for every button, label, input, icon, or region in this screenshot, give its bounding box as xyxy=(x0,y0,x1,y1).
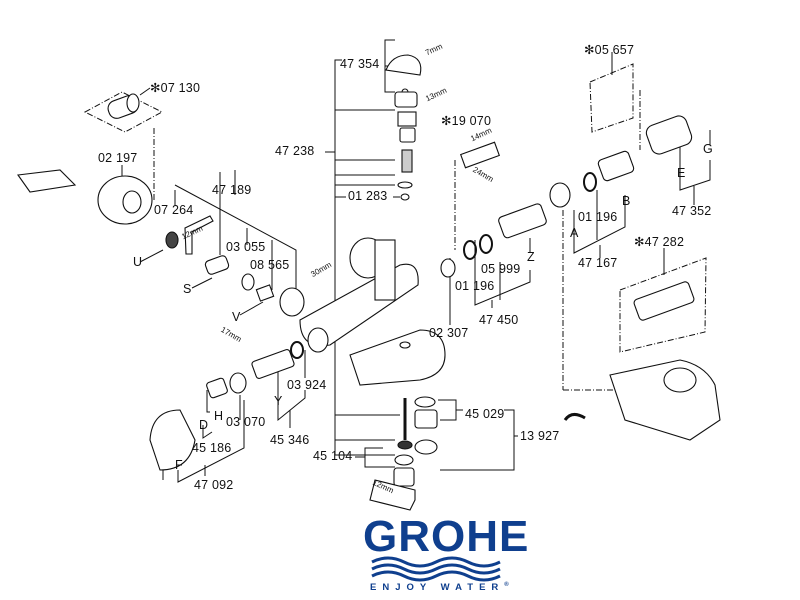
part-label-47189: 47 189 xyxy=(212,183,252,197)
letter-U: U xyxy=(133,255,143,269)
grohe-logo: GROHE xyxy=(363,512,530,561)
part-label-45029: 45 029 xyxy=(465,407,505,421)
registered-mark: ® xyxy=(504,582,509,588)
brand-tagline: ENJOY WATER® xyxy=(370,582,509,593)
part-label-45346: 45 346 xyxy=(270,433,310,447)
letter-A: A xyxy=(570,226,579,240)
part-label-47354: 47 354 xyxy=(340,57,380,71)
part-label-01196-b: 01 196 xyxy=(455,279,495,293)
part-shapes xyxy=(17,54,721,511)
part-label-01283: 01 283 xyxy=(348,189,388,203)
part-label-13927: 13 927 xyxy=(520,429,560,443)
part-label-02197: 02 197 xyxy=(98,151,138,165)
letter-E: E xyxy=(677,166,686,180)
letter-F: F xyxy=(175,458,183,472)
letter-V: V xyxy=(232,310,241,324)
letter-D: D xyxy=(199,418,209,432)
part-label-07130: ✻07 130 xyxy=(150,81,201,95)
part-label-07264: 07 264 xyxy=(154,203,194,217)
part-label-47238: 47 238 xyxy=(275,144,315,158)
part-label-01196-a: 01 196 xyxy=(578,210,618,224)
tagline-text: ENJOY WATER xyxy=(370,582,505,594)
letter-S: S xyxy=(183,282,192,296)
part-label-47352: 47 352 xyxy=(672,204,712,218)
optional-part-boxes xyxy=(83,63,707,391)
part-label-47450: 47 450 xyxy=(479,313,519,327)
part-label-19070: ✻19 070 xyxy=(441,114,492,128)
part-label-05999: 05 999 xyxy=(481,262,521,276)
part-label-03924: 03 924 xyxy=(287,378,327,392)
part-label-47282: ✻47 282 xyxy=(634,235,685,249)
grohe-wave-logo xyxy=(371,556,501,582)
letter-G: G xyxy=(703,142,713,156)
part-label-45104: 45 104 xyxy=(313,449,353,463)
part-label-47167: 47 167 xyxy=(578,256,618,270)
letter-H: H xyxy=(214,409,224,423)
part-label-03055: 03 055 xyxy=(226,240,266,254)
part-label-02307: 02 307 xyxy=(429,326,469,340)
part-label-03070: 03 070 xyxy=(226,415,266,429)
part-label-08565: 08 565 xyxy=(250,258,290,272)
letter-B: B xyxy=(622,194,631,208)
part-label-47092: 47 092 xyxy=(194,478,234,492)
part-label-05657: ✻05 657 xyxy=(584,43,635,57)
letter-Y: Y xyxy=(274,394,283,408)
letter-Z: Z xyxy=(527,250,535,264)
part-label-45186: 45 186 xyxy=(192,441,232,455)
